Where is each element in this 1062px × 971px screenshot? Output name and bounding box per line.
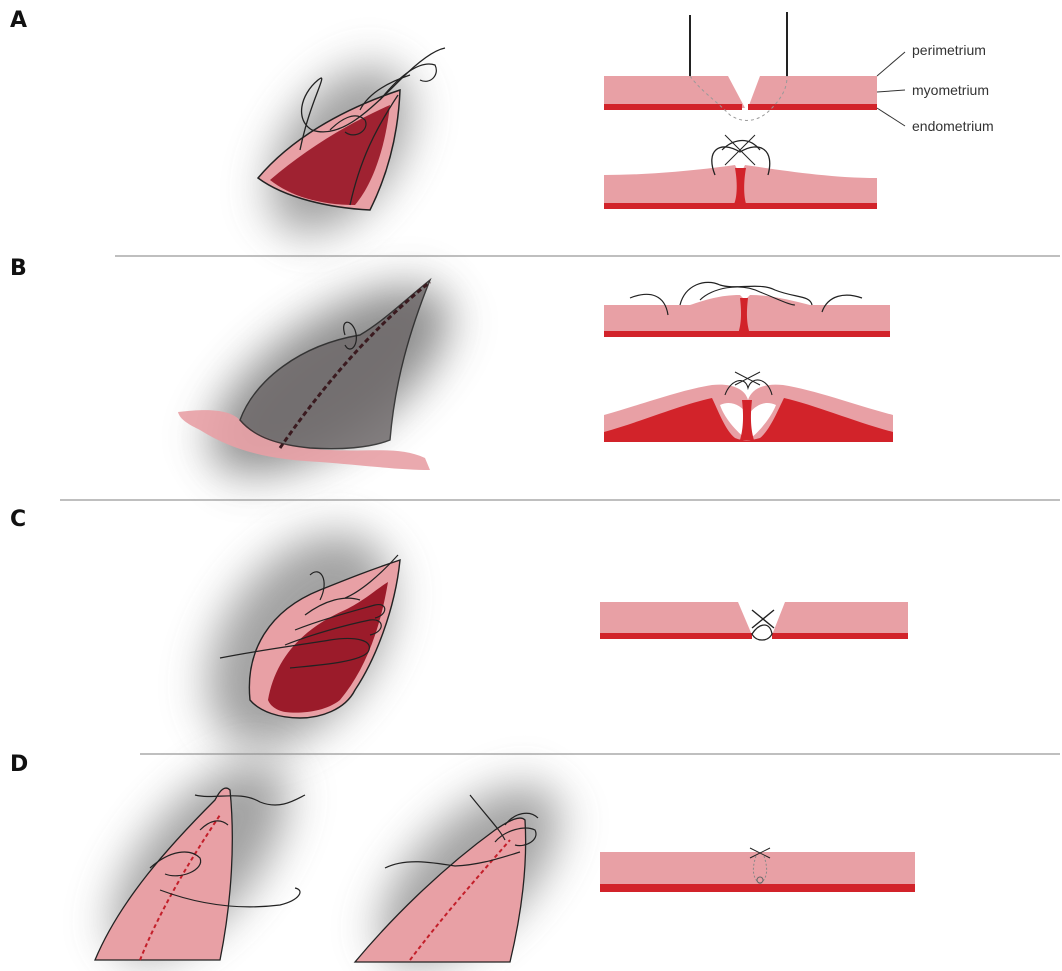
- panel-b-cross-section-2: [604, 372, 893, 442]
- panel-a-cross-section-open: [604, 12, 905, 126]
- panel-a-incision-view: [240, 41, 445, 260]
- panel-a-cross-section-closed: [604, 135, 877, 209]
- panel-b-incision-view: [178, 251, 479, 510]
- panel-b-cross-section-1: [604, 282, 890, 337]
- panel-c-cross-section: [600, 602, 908, 640]
- panel-d-cross-section: [600, 848, 915, 892]
- panel-c-incision-view: [170, 499, 431, 782]
- panel-d-incision-view-left: [81, 733, 320, 971]
- panel-d-incision-view-right: [350, 755, 590, 971]
